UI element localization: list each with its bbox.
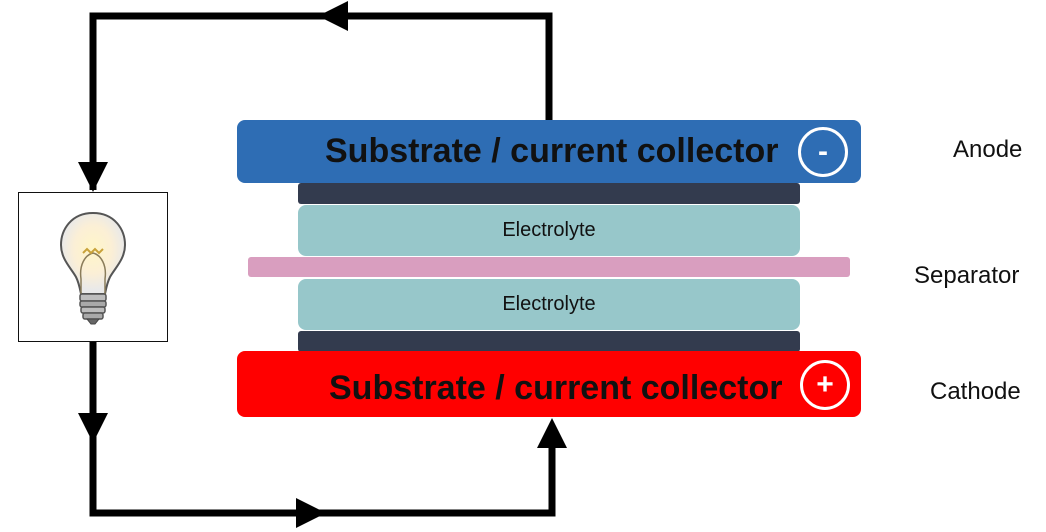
separator-layer [248,257,850,277]
cathode-label: Cathode [930,378,1021,405]
cathode-active-layer [298,331,800,352]
current-arrow-up-icon [537,418,567,448]
anode-active-layer [298,183,800,204]
electrolyte-bottom: Electrolyte [298,279,800,330]
current-arrow-down-icon [78,413,108,443]
light-bulb-icon [59,211,127,325]
load-bulb-box [18,192,168,342]
anode-collector-label: Substrate / current collector [325,132,779,170]
anode-label: Anode [953,136,1023,163]
current-arrow-right-icon [296,498,326,528]
positive-terminal-icon: + [800,360,850,410]
cathode-current-collector: Substrate / current collector + [237,351,861,417]
negative-terminal-icon: - [798,127,848,177]
separator-label: Separator [914,262,1020,289]
cathode-collector-label: Substrate / current collector [329,369,783,407]
current-arrow-down-icon [78,162,108,192]
anode-current-collector: Substrate / current collector - [237,120,861,183]
electrolyte-bottom-label: Electrolyte [502,293,596,315]
electrolyte-top: Electrolyte [298,205,800,256]
electrolyte-top-label: Electrolyte [502,219,596,241]
current-arrow-left-icon [318,1,348,31]
